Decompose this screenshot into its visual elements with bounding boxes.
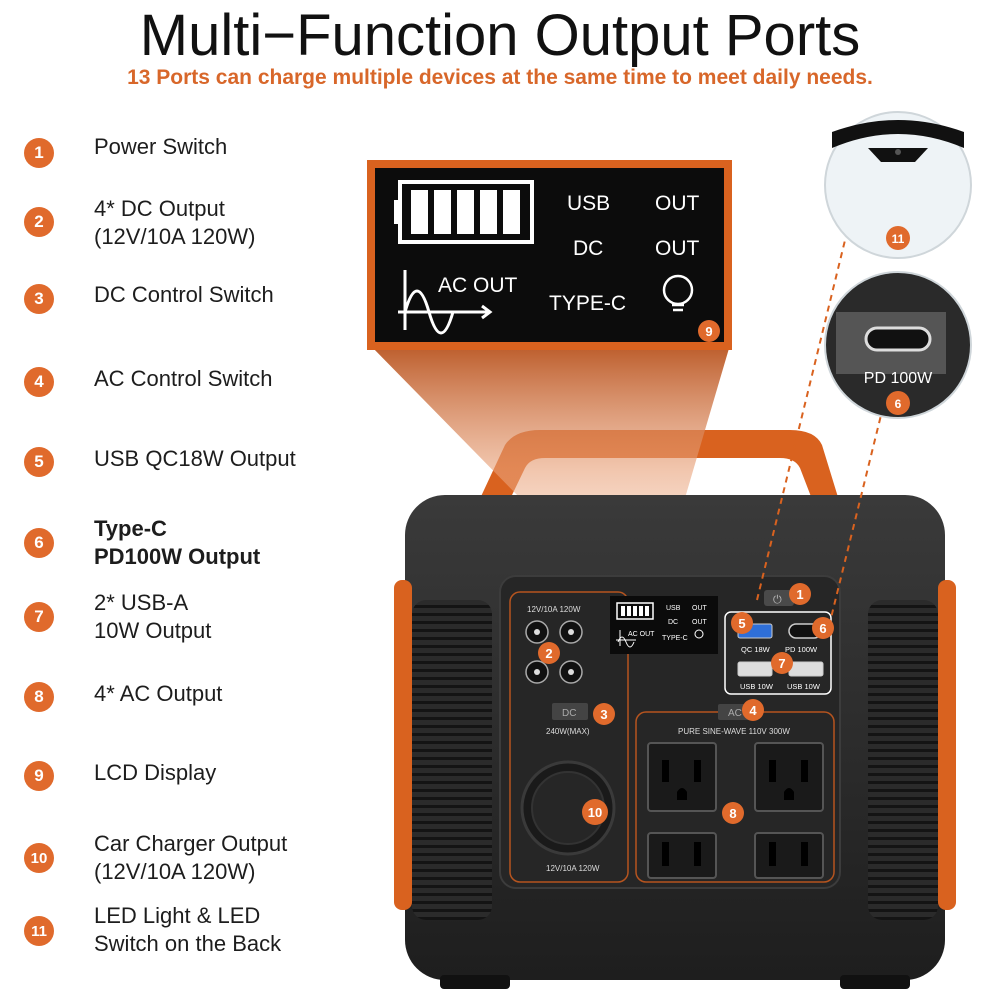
mini-lcd [610,596,718,654]
feature-number-badge: 11 [24,916,54,946]
panel-badge-2: 2 [545,646,552,661]
led-callout-badge: 11 [892,232,905,246]
car-spec-text: 12V/10A 120W [546,864,600,873]
usb-section-outline [724,611,832,695]
panel-badge-4: 4 [749,703,757,718]
sine-wave-icon [398,270,493,335]
feature-item-usb-a: 7 2* USB-A 10W Output [24,590,364,662]
panel-badge-3: 3 [600,707,607,722]
mini-ac-out-text: AC OUT [628,631,655,638]
led-light-callout [824,111,972,259]
feature-number-badge: 1 [24,138,54,168]
leader-line-6 [828,402,885,627]
mini-out-text: OUT [692,619,708,626]
pd-callout-badge: 6 [895,397,902,411]
usb2-label: USB 10W [787,682,821,691]
type-c-callout [824,271,972,419]
feature-number-badge: 3 [24,284,54,314]
feature-item-dc-output: 2 4* DC Output (12V/10A 120W) [24,196,364,266]
mini-usb-text: USB [666,605,681,612]
pd-callout-label: PD 100W [864,370,933,387]
mini-type-c-text: TYPE-C [662,635,688,642]
usb-a-port-2 [788,661,824,677]
usb1-label: USB 10W [740,682,774,691]
dc-section-outline [509,591,629,883]
panel-badges [538,583,834,825]
feature-label: Power Switch [94,134,228,159]
lcd-out-text: OUT [655,192,700,215]
panel-badge-5: 5 [738,616,745,631]
panel-badge-1: 1 [796,587,803,602]
feature-label: USB QC18W Output [94,446,296,471]
mini-out-text: OUT [692,605,708,612]
feature-label: LCD Display [94,760,217,785]
mini-battery-icon [616,602,654,620]
dc-spec-top-text: 12V/10A 120W [527,605,581,614]
dc-control-button[interactable] [552,703,588,720]
feature-item-dc-control-switch: 3 DC Control Switch [24,282,364,344]
feature-item-usb-qc: 5 USB QC18W Output [24,446,364,507]
lcd-type-c-text: TYPE-C [549,292,626,315]
leader-line-11 [756,227,849,601]
lcd-dc-text: DC [573,237,603,260]
mini-bulb-icon [694,629,704,639]
right-grip-accent [938,580,956,910]
feature-number-badge: 8 [24,682,54,712]
usb-a-port-1 [737,661,773,677]
power-icon: ⏻ [773,594,782,606]
lcd-ac-out-text: AC OUT [438,274,518,297]
dc-button-label: DC [562,708,576,719]
mini-dc-text: DC [668,619,678,626]
type-c-port-zoom [864,326,932,352]
ac-button-label: AC [728,708,742,719]
page-subtitle: 13 Ports can charge multiple devices at … [127,66,873,89]
feature-number-badge: 9 [24,761,54,791]
feature-number-badge: 4 [24,367,54,397]
panel-badge-7: 7 [778,656,785,671]
lcd-badge: 9 [705,324,712,339]
feature-item-ac-output: 8 4* AC Output [24,681,364,742]
feature-item-ac-control-switch: 4 AC Control Switch [24,366,364,427]
lcd-out-text: OUT [655,237,700,260]
lcd-zoom-display [367,160,732,350]
panel-badge-10: 10 [588,805,602,820]
feature-label: Car Charger Output (12V/10A 120W) [94,831,288,884]
feature-item-car-charger: 10 Car Charger Output (12V/10A 120W) [24,831,364,903]
left-grip-accent [394,580,412,910]
feature-item-type-c: 6 Type-C PD100W Output [24,516,364,588]
feature-label: 4* DC Output (12V/10A 120W) [94,196,256,249]
right-ribbed-panel [868,600,938,920]
page-title: Multi−Function Output Ports [139,3,861,68]
dc-max-text: 240W(MAX) [546,727,590,736]
lcd-usb-text: USB [567,192,610,215]
left-ribbed-panel [412,600,492,920]
ac-spec-text: PURE SINE-WAVE 110V 300W [678,727,790,736]
panel-badge-8: 8 [729,806,736,821]
feature-label: DC Control Switch [94,282,274,307]
feature-label: Type-C PD100W Output [94,516,261,569]
power-switch[interactable] [764,590,794,606]
feature-number-badge: 10 [24,843,54,873]
feature-item-power-switch: 1 Power Switch [24,134,364,198]
feature-number-badge: 5 [24,447,54,477]
feature-label: LED Light & LED Switch on the Back [94,903,282,956]
feature-label: 4* AC Output [94,681,223,706]
feature-number-badge: 7 [24,602,54,632]
pd-label: PD 100W [785,645,818,654]
feature-number-badge: 2 [24,207,54,237]
mini-sine-icon [616,630,636,648]
qc-label: QC 18W [741,645,771,654]
feature-number-badge: 6 [24,528,54,558]
feature-label: 2* USB-A 10W Output [94,590,212,643]
feature-label: AC Control Switch [94,366,273,391]
ac-outlets [647,742,824,879]
feature-item-led-light: 11 LED Light & LED Switch on the Back [24,903,364,976]
panel-badge-6: 6 [819,621,826,636]
feature-item-lcd-display: 9 LCD Display [24,760,364,821]
